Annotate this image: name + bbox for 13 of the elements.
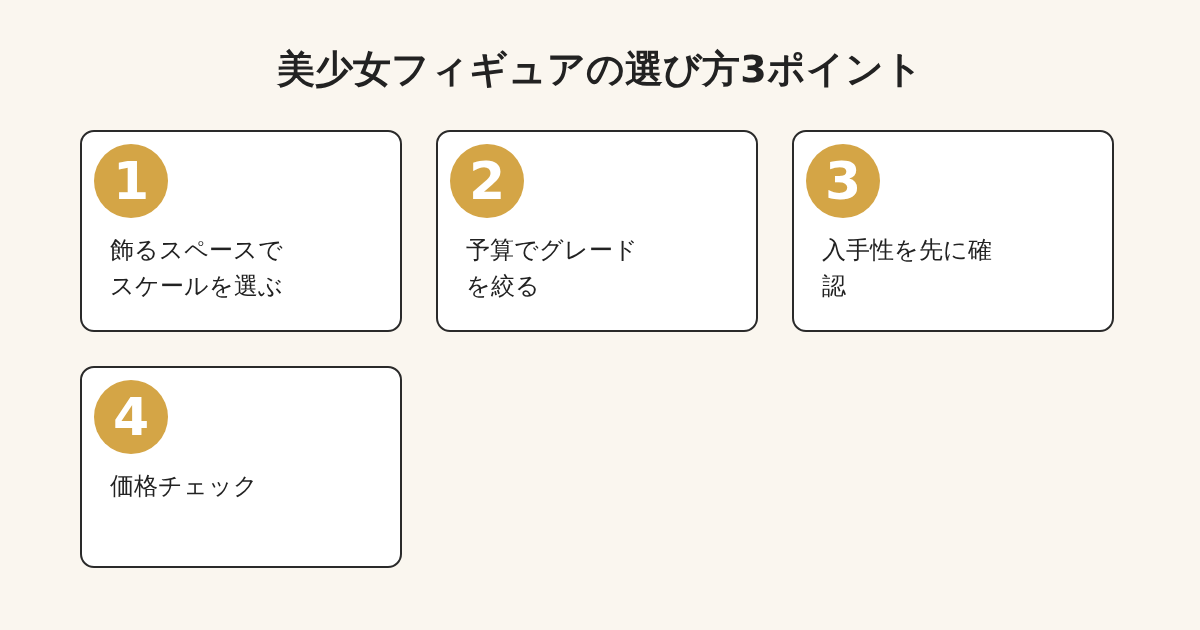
title: 美少女フィギュアの選び方3ポイント — [277, 47, 923, 91]
number-badge: 4 — [94, 380, 168, 454]
card — [80, 130, 402, 332]
point-text: 価格チェック — [110, 471, 259, 502]
number-badge: 3 — [806, 144, 880, 218]
card — [80, 366, 402, 568]
number-badge: 2 — [450, 144, 524, 218]
point-text: 飾るスペースでスケールを選ぶ — [110, 235, 284, 302]
card — [792, 130, 1114, 332]
point-text: 予算でグレードを絞る — [466, 235, 639, 302]
number-badge: 1 — [94, 144, 168, 218]
point-text: 入手性を先に確認 — [822, 235, 993, 302]
card — [436, 130, 758, 332]
